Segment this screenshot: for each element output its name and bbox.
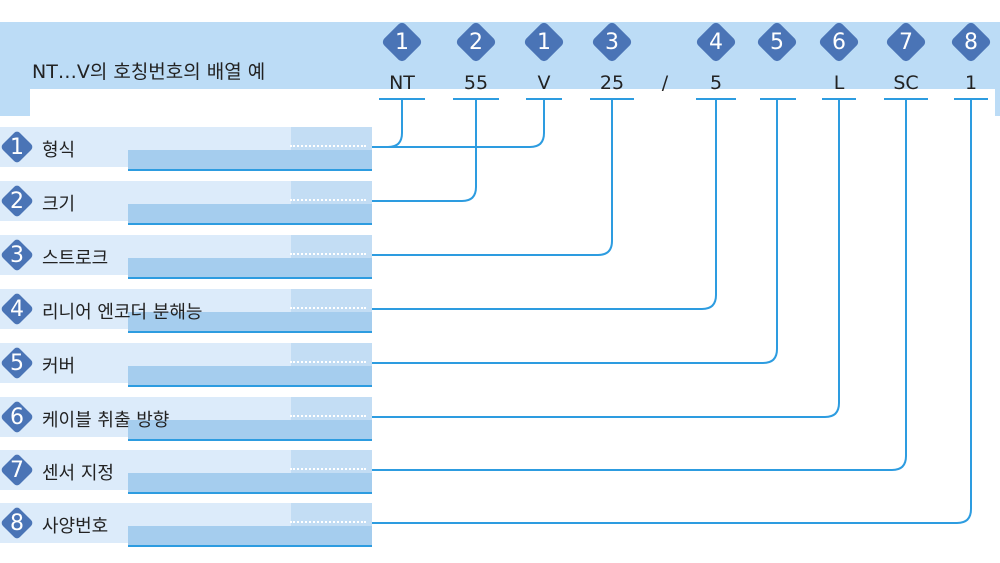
connector-type-suffix	[372, 100, 545, 148]
item-row-stroke: 3 스트로크	[0, 235, 372, 279]
code-underline	[954, 98, 988, 100]
connector-spec	[372, 100, 972, 524]
item-row-cover: 5 커버	[0, 343, 372, 387]
connector-stroke	[372, 100, 613, 256]
code-cable: L	[833, 72, 845, 94]
item-label: 커버	[42, 356, 76, 377]
code-underline	[590, 98, 634, 100]
item-number-diamond: 3	[0, 238, 34, 272]
item-number-diamond: 6	[0, 400, 34, 434]
item-row-encoder: 4 리니어 엔코더 분해능	[0, 289, 372, 333]
header-number-diamond: 4	[694, 20, 738, 64]
code-strip	[30, 89, 995, 123]
code-underline	[379, 98, 425, 100]
item-row-cable-direction: 6 케이블 취출 방향	[0, 397, 372, 441]
header-number-diamond: 6	[817, 20, 861, 64]
diagram-title: NT…V의 호칭번호의 배열 예	[32, 61, 266, 83]
item-number-diamond: 8	[0, 506, 34, 540]
connector-sensor	[372, 100, 907, 471]
code-underline	[884, 98, 928, 100]
item-number-diamond: 2	[0, 184, 34, 218]
header-number-diamond: 3	[590, 20, 634, 64]
item-number-diamond: 4	[0, 292, 34, 326]
code-type: NT	[389, 72, 415, 94]
code-underline	[696, 98, 736, 100]
header-number-diamond: 1	[522, 20, 566, 64]
code-type-suffix: V	[537, 72, 551, 94]
header-number-diamond: 5	[755, 20, 799, 64]
header-number-diamond: 2	[454, 20, 498, 64]
item-number-diamond: 5	[0, 346, 34, 380]
header-number-diamond: 1	[380, 20, 424, 64]
code-size: 55	[463, 72, 489, 94]
code-stroke: 25	[599, 72, 625, 94]
code-encoder: 5	[709, 72, 723, 94]
item-number-diamond: 7	[0, 453, 34, 487]
connector-encoder	[372, 100, 717, 310]
item-label: 리니어 엔코더 분해능	[42, 302, 203, 323]
connector-size	[372, 100, 477, 202]
item-number-diamond: 1	[0, 130, 34, 164]
code-sensor: SC	[893, 72, 919, 94]
connector-cable	[372, 100, 840, 418]
code-underline	[526, 98, 562, 100]
header-number-diamond: 7	[884, 20, 928, 64]
code-underline	[822, 98, 856, 100]
item-row-size: 2 크기	[0, 181, 372, 225]
item-label: 케이블 취출 방향	[42, 410, 170, 431]
item-label: 크기	[42, 194, 76, 215]
connector-cover	[372, 100, 778, 364]
code-underline	[453, 98, 499, 100]
connector-type	[372, 100, 403, 148]
code-underline	[760, 98, 796, 100]
header-number-diamond: 8	[949, 20, 993, 64]
item-row-sensor: 7 센서 지정	[0, 450, 372, 494]
item-label: 스트로크	[42, 248, 109, 269]
item-label: 센서 지정	[42, 463, 114, 484]
item-row-spec-number: 8 사양번호	[0, 503, 372, 547]
item-label: 사양번호	[42, 516, 109, 537]
item-label: 형식	[42, 140, 76, 161]
item-row-type: 1 형식	[0, 127, 372, 171]
code-separator: /	[661, 72, 669, 94]
code-spec: 1	[964, 72, 978, 94]
